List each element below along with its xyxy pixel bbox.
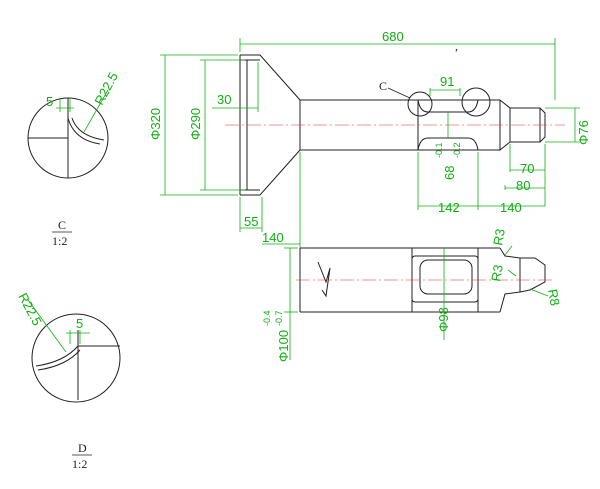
dim-flange-inner-dia: Φ290 [188, 108, 203, 140]
detail-d-scale: 1:2 [72, 457, 87, 471]
dim-body-dia-tol-upper: -0.4 [262, 310, 272, 326]
dim-slot-depth-tol-upper: -0.1 [434, 142, 444, 158]
detail-d-circle [31, 313, 121, 403]
dim-len-140-right: 140 [500, 200, 522, 215]
slot-top [417, 99, 479, 113]
detail-c [27, 97, 109, 179]
break-line [317, 261, 331, 298]
shaft-end-step [499, 99, 546, 152]
detail-d-gap-label: 5 [76, 316, 83, 331]
detail-d-fillet-outer [35, 345, 79, 367]
detail-d-fillet-inner [37, 349, 81, 371]
detail-c-radius-label: R22.5 [91, 70, 121, 108]
detail-c-fillet-inner [71, 117, 105, 141]
slot-bottom [417, 137, 479, 151]
dim-overall-length: 680 [382, 29, 404, 44]
dim-len-80: 80 [516, 178, 530, 193]
dim-len-55: 55 [244, 214, 258, 229]
dim-shaft-dia: Φ98 [436, 307, 451, 332]
detail-c-gap-label: 5 [46, 94, 53, 109]
lower-view-dimension-lines [284, 245, 549, 360]
section-tick-mark: , [455, 39, 458, 53]
detail-c-fillet-outer [67, 117, 101, 145]
detail-d-radius-label: R22.5 [15, 290, 45, 328]
detail-c-scale: 1:2 [52, 234, 67, 248]
dim-slot-depth: 68 [442, 166, 457, 180]
detail-d-title: D [78, 441, 87, 455]
dim-radius-r3-top: R3 [490, 228, 508, 247]
lower-shaft-end-step [499, 247, 546, 313]
detail-d-dimensions [27, 299, 90, 353]
section-c-leader [387, 87, 411, 99]
detail-c-title: C [58, 218, 66, 232]
dim-end-dia: Φ76 [576, 120, 591, 145]
dim-body-dia: Φ100 [276, 330, 291, 362]
dim-len-142: 142 [438, 200, 460, 215]
dim-radius-r3-mid: R3 [488, 264, 506, 283]
dim-radius-r8: R8 [545, 288, 563, 307]
lower-slot-inner [419, 259, 473, 295]
dim-len-70: 70 [520, 161, 534, 176]
detail-c-callout-circle-left [407, 91, 433, 117]
dim-len-140-left: 140 [262, 230, 284, 245]
dim-slot-spacing: 91 [440, 74, 454, 89]
detail-c-callout-circle-right [461, 87, 491, 117]
section-c-callout: C [379, 79, 387, 93]
dim-body-dia-tol-lower: -0.7 [274, 310, 284, 326]
dim-slot-depth-tol-lower: -0.2 [452, 142, 462, 158]
shaft-lower-view [299, 247, 546, 313]
dim-flange-depth: 30 [217, 92, 231, 107]
detail-c-dimensions [56, 89, 109, 133]
detail-d [31, 313, 121, 403]
dim-flange-outer-dia: Φ320 [148, 108, 163, 140]
top-view-dimension-lines [160, 38, 580, 248]
